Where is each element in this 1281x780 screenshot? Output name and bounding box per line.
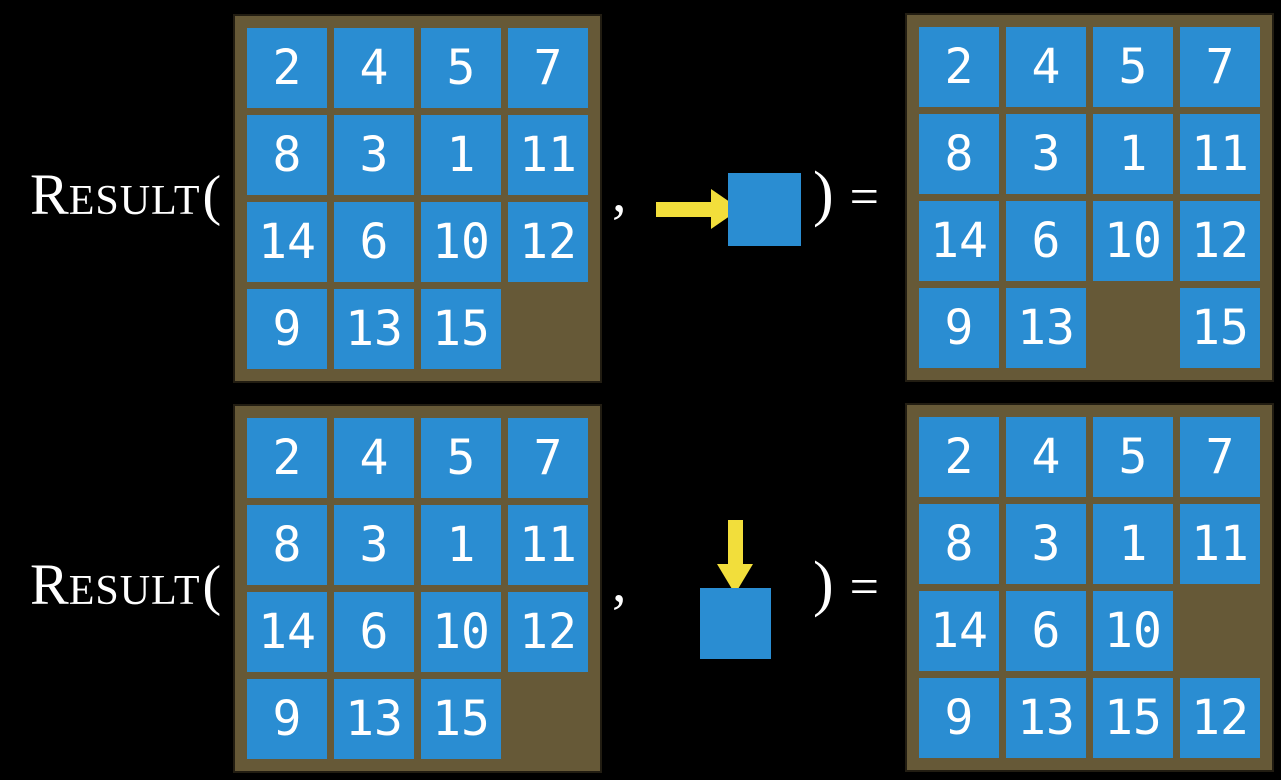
equals-sign: = bbox=[849, 559, 879, 616]
open-paren: ( bbox=[202, 555, 222, 617]
numbered-tile: 6 bbox=[1006, 201, 1086, 281]
numbered-tile: 3 bbox=[334, 115, 414, 195]
numbered-tile: 9 bbox=[247, 679, 327, 759]
numbered-tile: 15 bbox=[1180, 288, 1260, 368]
numbered-tile: 12 bbox=[508, 592, 588, 672]
numbered-tile: 10 bbox=[1093, 201, 1173, 281]
blank-cell bbox=[508, 679, 588, 759]
numbered-tile: 3 bbox=[1006, 114, 1086, 194]
blank-cell bbox=[508, 289, 588, 369]
action-blank-tile-square bbox=[700, 588, 771, 659]
result-label-smallcaps: ESULT bbox=[68, 178, 201, 224]
numbered-tile: 7 bbox=[508, 28, 588, 108]
numbered-tile: 4 bbox=[1006, 417, 1086, 497]
numbered-tile: 12 bbox=[508, 202, 588, 282]
numbered-tile: 6 bbox=[1006, 591, 1086, 671]
numbered-tile: 5 bbox=[1093, 27, 1173, 107]
numbered-tile: 12 bbox=[1180, 201, 1260, 281]
argument-separator-comma: , bbox=[612, 549, 627, 614]
numbered-tile: 7 bbox=[1180, 417, 1260, 497]
numbered-tile: 10 bbox=[421, 202, 501, 282]
numbered-tile: 7 bbox=[508, 418, 588, 498]
numbered-tile: 5 bbox=[421, 28, 501, 108]
result-label-initial: R bbox=[30, 552, 69, 617]
numbered-tile: 11 bbox=[1180, 504, 1260, 584]
blank-cell bbox=[1093, 288, 1173, 368]
numbered-tile: 15 bbox=[421, 679, 501, 759]
result-label-smallcaps: ESULT bbox=[68, 568, 201, 614]
numbered-tile: 14 bbox=[919, 201, 999, 281]
numbered-tile: 12 bbox=[1180, 678, 1260, 758]
numbered-tile: 8 bbox=[919, 504, 999, 584]
close-paren-equals: )= bbox=[813, 163, 879, 225]
numbered-tile: 3 bbox=[1006, 504, 1086, 584]
numbered-tile: 6 bbox=[334, 592, 414, 672]
down-arrow-icon bbox=[728, 520, 743, 566]
numbered-tile: 4 bbox=[334, 418, 414, 498]
result-function-label: RESULT( bbox=[30, 165, 222, 227]
close-paren-equals: )= bbox=[813, 553, 879, 615]
numbered-tile: 1 bbox=[421, 505, 501, 585]
numbered-tile: 8 bbox=[247, 505, 327, 585]
close-paren: ) bbox=[813, 160, 834, 228]
numbered-tile: 11 bbox=[508, 115, 588, 195]
numbered-tile: 7 bbox=[1180, 27, 1260, 107]
numbered-tile: 4 bbox=[1006, 27, 1086, 107]
close-paren: ) bbox=[813, 550, 834, 618]
numbered-tile: 8 bbox=[247, 115, 327, 195]
numbered-tile: 9 bbox=[919, 288, 999, 368]
result-label-initial: R bbox=[30, 162, 69, 227]
numbered-tile: 13 bbox=[334, 679, 414, 759]
numbered-tile: 5 bbox=[421, 418, 501, 498]
numbered-tile: 9 bbox=[919, 678, 999, 758]
numbered-tile: 14 bbox=[247, 202, 327, 282]
open-paren: ( bbox=[202, 165, 222, 227]
numbered-tile: 14 bbox=[247, 592, 327, 672]
numbered-tile: 3 bbox=[334, 505, 414, 585]
numbered-tile: 15 bbox=[1093, 678, 1173, 758]
numbered-tile: 13 bbox=[1006, 288, 1086, 368]
argument-separator-comma: , bbox=[612, 159, 627, 224]
numbered-tile: 8 bbox=[919, 114, 999, 194]
numbered-tile: 11 bbox=[508, 505, 588, 585]
numbered-tile: 6 bbox=[334, 202, 414, 282]
numbered-tile: 14 bbox=[919, 591, 999, 671]
right-arrow-icon bbox=[656, 202, 712, 217]
numbered-tile: 1 bbox=[1093, 504, 1173, 584]
numbered-tile: 9 bbox=[247, 289, 327, 369]
numbered-tile: 13 bbox=[1006, 678, 1086, 758]
numbered-tile: 4 bbox=[334, 28, 414, 108]
blank-cell bbox=[1180, 591, 1260, 671]
equals-sign: = bbox=[849, 169, 879, 226]
numbered-tile: 10 bbox=[1093, 591, 1173, 671]
numbered-tile: 2 bbox=[247, 418, 327, 498]
numbered-tile: 15 bbox=[421, 289, 501, 369]
numbered-tile: 10 bbox=[421, 592, 501, 672]
action-blank-tile-square bbox=[728, 173, 801, 246]
numbered-tile: 1 bbox=[1093, 114, 1173, 194]
numbered-tile: 2 bbox=[247, 28, 327, 108]
result-function-label: RESULT( bbox=[30, 555, 222, 617]
numbered-tile: 2 bbox=[919, 27, 999, 107]
numbered-tile: 11 bbox=[1180, 114, 1260, 194]
numbered-tile: 13 bbox=[334, 289, 414, 369]
numbered-tile: 5 bbox=[1093, 417, 1173, 497]
numbered-tile: 1 bbox=[421, 115, 501, 195]
numbered-tile: 2 bbox=[919, 417, 999, 497]
